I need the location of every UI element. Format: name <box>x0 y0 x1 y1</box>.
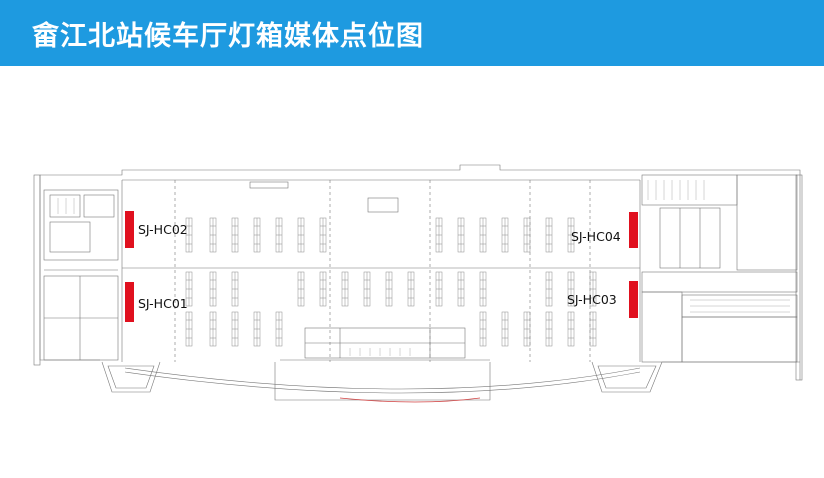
lightbox-marker-sj-hc02 <box>125 211 134 248</box>
lightbox-label-sj-hc03: SJ-HC03 <box>567 292 617 307</box>
title-bar: 畲江北站候车厅灯箱媒体点位图 <box>0 0 824 66</box>
floor-plan-drawing <box>33 164 803 403</box>
lightbox-label-sj-hc02: SJ-HC02 <box>138 222 188 237</box>
lightbox-label-sj-hc01: SJ-HC01 <box>138 296 188 311</box>
page-title: 畲江北站候车厅灯箱媒体点位图 <box>32 21 424 52</box>
lightbox-marker-sj-hc01 <box>125 282 134 322</box>
lightbox-label-sj-hc04: SJ-HC04 <box>571 229 621 244</box>
lightbox-marker-sj-hc04 <box>629 212 638 248</box>
floor-plan: SJ-HC02 SJ-HC01 SJ-HC04 SJ-HC03 <box>0 66 824 478</box>
lightbox-marker-sj-hc03 <box>629 281 638 318</box>
